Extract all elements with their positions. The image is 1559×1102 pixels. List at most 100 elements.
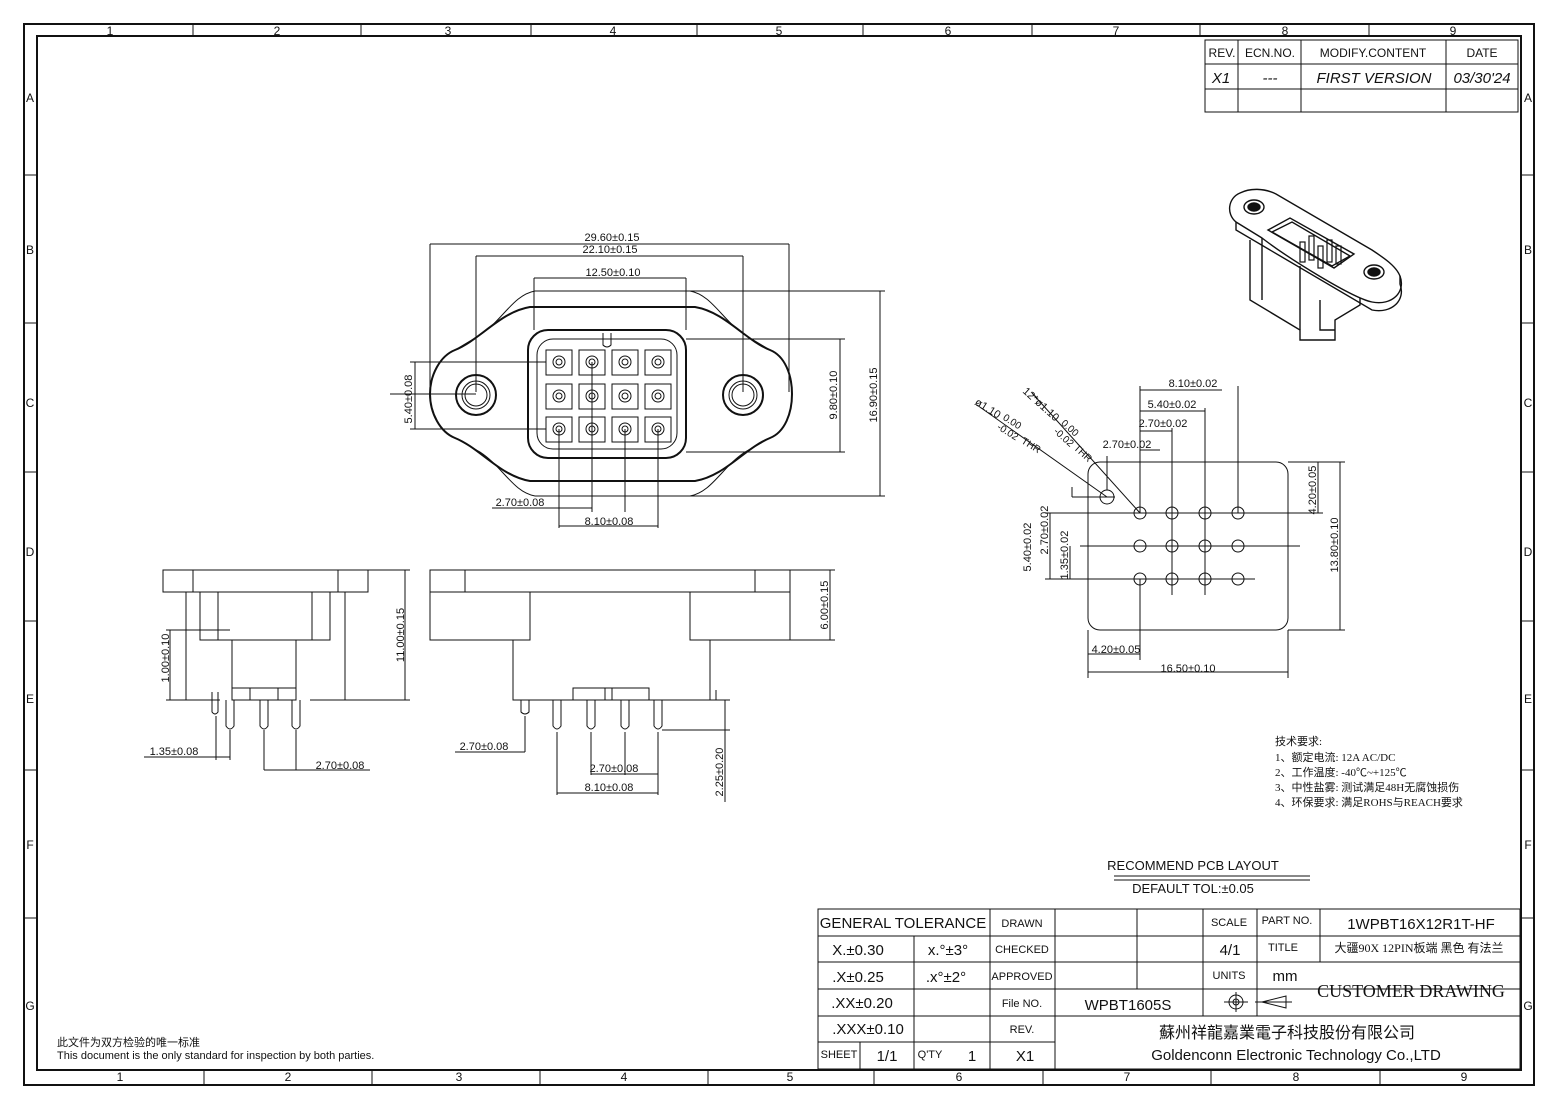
col-label: 2 bbox=[285, 1070, 292, 1084]
col-label: 5 bbox=[787, 1070, 794, 1084]
scale-label: SCALE bbox=[1211, 917, 1247, 929]
dim-pcb-height: 13.80±0.10 bbox=[1329, 518, 1341, 573]
dim-right-pin-pitch-a: 2.70±0.08 bbox=[460, 741, 509, 753]
row-label: F bbox=[26, 838, 33, 852]
dim-span-y: 5.40±0.02 bbox=[1022, 523, 1034, 572]
col-label: 4 bbox=[610, 24, 617, 38]
title-value: 大疆90X 12PIN板端 黑色 有法兰 bbox=[1334, 941, 1503, 955]
units-label: UNITS bbox=[1213, 970, 1246, 982]
qty-value: 1 bbox=[968, 1048, 976, 1065]
col-label: 6 bbox=[956, 1070, 963, 1084]
pcb-caption: RECOMMEND PCB LAYOUT bbox=[1107, 858, 1279, 873]
rev-label: REV. bbox=[1010, 1024, 1035, 1036]
dim-flange: 5.40±0.08 bbox=[403, 375, 415, 424]
title-block: GENERAL TOLERANCE X.±0.30 x.°±3° .X±0.25… bbox=[817, 908, 1521, 1070]
col-label: 7 bbox=[1113, 24, 1120, 38]
col-label: 9 bbox=[1461, 1070, 1468, 1084]
col-label: 7 bbox=[1124, 1070, 1131, 1084]
units-value: mm bbox=[1273, 968, 1298, 985]
hole-b-size: ø1.10 bbox=[972, 396, 1002, 421]
ecn-header: ECN.NO. bbox=[1245, 46, 1295, 60]
part-no-value: 1WPBT16X12R1T-HF bbox=[1347, 916, 1495, 933]
tol-x1: .X±0.25 bbox=[832, 969, 884, 986]
notice-cn: 此文件为双方检验的唯一标准 bbox=[57, 1035, 200, 1049]
sheet-label: SHEET bbox=[821, 1049, 858, 1061]
dim-height: 11.00±0.15 bbox=[395, 608, 407, 662]
tol-angle1: x.°±3° bbox=[928, 942, 968, 959]
company-name-en: Goldenconn Electronic Technology Co.,LTD bbox=[1151, 1047, 1441, 1064]
ecn-value: --- bbox=[1263, 70, 1278, 87]
col-label: 3 bbox=[456, 1070, 463, 1084]
contact-row-2 bbox=[545, 383, 672, 410]
dim-pitch-y: 2.70±0.02 bbox=[1039, 506, 1051, 555]
rev-header: REV. bbox=[1209, 46, 1236, 60]
hole-a-type: THR bbox=[1071, 443, 1094, 465]
dim-top-offset: 4.20±0.05 bbox=[1307, 466, 1319, 515]
hole-b-type: THR bbox=[1019, 436, 1042, 456]
row-label: A bbox=[1524, 91, 1532, 105]
modify-value: FIRST VERSION bbox=[1316, 70, 1431, 87]
tech-item: 4、环保要求: 满足ROHS与REACH要求 bbox=[1275, 795, 1463, 809]
contact-row-1 bbox=[545, 349, 672, 376]
drawn-label: DRAWN bbox=[1001, 918, 1042, 930]
contact-row-3 bbox=[545, 416, 672, 443]
row-label: A bbox=[26, 91, 34, 105]
pcb-layout: 8.10±0.02 5.40±0.02 2.70±0.02 2.70±0.02 … bbox=[972, 378, 1345, 896]
tech-item: 1、额定电流: 12A AC/DC bbox=[1275, 750, 1395, 764]
dim-pin-length: 2.25±0.20 bbox=[714, 748, 726, 797]
row-label: D bbox=[26, 545, 35, 559]
dim-body-width: 12.50±0.10 bbox=[586, 267, 641, 279]
sheet-border: 1 2 3 4 5 6 7 8 9 1 2 3 4 5 6 7 8 9 A B … bbox=[23, 23, 1535, 1086]
col-label: 8 bbox=[1282, 24, 1289, 38]
tech-requirements: 技术要求: 1、额定电流: 12A AC/DC 2、工作温度: -40℃~+12… bbox=[1275, 735, 1463, 809]
company-name-cn: 蘇州祥龍嘉業電子科技股份有限公司 bbox=[1159, 1024, 1415, 1042]
row-label: C bbox=[26, 396, 35, 410]
dim-overall-width: 29.60±0.15 bbox=[585, 232, 640, 244]
rev-value: X1 bbox=[1211, 70, 1230, 87]
row-label: E bbox=[1524, 692, 1532, 706]
modify-header: MODIFY.CONTENT bbox=[1320, 46, 1427, 60]
notice-en: This document is the only standard for i… bbox=[57, 1050, 374, 1062]
row-label: C bbox=[1524, 396, 1533, 410]
row-label: F bbox=[1524, 838, 1531, 852]
part-no-label: PART NO. bbox=[1262, 915, 1313, 927]
qty-label: Q'TY bbox=[918, 1049, 943, 1061]
sheet-value: 1/1 bbox=[877, 1048, 898, 1065]
general-tolerance-label: GENERAL TOLERANCE bbox=[820, 915, 986, 932]
dim-mid-x: 5.40±0.02 bbox=[1148, 399, 1197, 411]
tech-item: 3、中性盐雾: 测试满足48H无腐蚀损伤 bbox=[1275, 780, 1459, 794]
dim-pin-pitch: 2.70±0.08 bbox=[496, 497, 545, 509]
file-no-label: File NO. bbox=[1002, 998, 1042, 1010]
dim-left-offset: 4.20±0.05 bbox=[1092, 644, 1141, 656]
col-label: 1 bbox=[107, 24, 114, 38]
dim-pin-offset: 1.00±0.10 bbox=[160, 634, 172, 683]
date-header: DATE bbox=[1466, 46, 1497, 60]
col-label: 6 bbox=[945, 24, 952, 38]
dim-right-pin-span: 8.10±0.08 bbox=[585, 782, 634, 794]
row-label: G bbox=[1523, 999, 1532, 1013]
col-label: 2 bbox=[274, 24, 281, 38]
rev-value: X1 bbox=[1016, 1048, 1034, 1065]
checked-label: CHECKED bbox=[995, 944, 1049, 956]
hole-a-size: 12*ø1.10 bbox=[1020, 385, 1061, 424]
row-label: B bbox=[26, 243, 34, 257]
dim-pin-left: 1.35±0.08 bbox=[150, 746, 199, 758]
tol-angle2: .x°±2° bbox=[926, 969, 966, 986]
title-label: TITLE bbox=[1268, 942, 1298, 954]
dim-overall-height: 16.90±0.15 bbox=[868, 368, 880, 423]
projection-symbol-icon bbox=[1224, 992, 1292, 1012]
col-label: 9 bbox=[1450, 24, 1457, 38]
tol-x: X.±0.30 bbox=[832, 942, 884, 959]
col-label: 8 bbox=[1293, 1070, 1300, 1084]
dim-body-height: 9.80±0.10 bbox=[828, 371, 840, 420]
col-label: 5 bbox=[776, 24, 783, 38]
scale-value: 4/1 bbox=[1220, 942, 1241, 959]
col-label: 4 bbox=[621, 1070, 628, 1084]
tol-xx: .XX±0.20 bbox=[831, 995, 893, 1012]
hole-callout-a: 12*ø1.10 0.00 -0.02 THR bbox=[1020, 385, 1094, 465]
isometric-view bbox=[1229, 188, 1403, 341]
dim-flange-height: 6.00±0.15 bbox=[819, 581, 831, 630]
col-label: 3 bbox=[445, 24, 452, 38]
front-view: 29.60±0.15 22.10±0.15 12.50±0.10 9.80±0.… bbox=[390, 232, 885, 528]
